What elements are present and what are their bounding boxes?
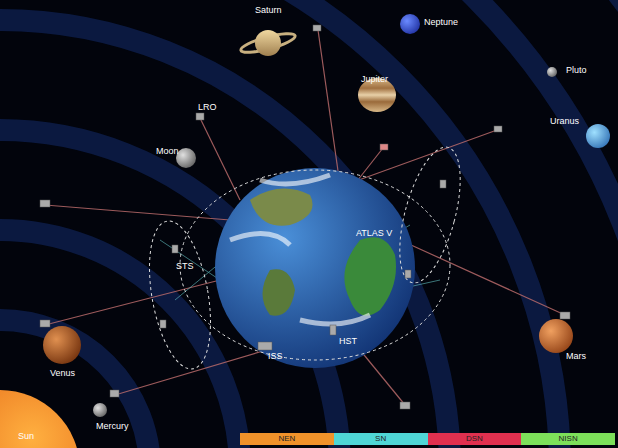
object-label: Mercury (96, 422, 129, 431)
object-label: LRO (198, 103, 217, 112)
legend-swatch: NISN (521, 433, 615, 445)
object-label: Mars (566, 352, 586, 361)
object-label: Neptune (424, 18, 458, 27)
object-label: Pluto (566, 66, 587, 75)
object-label: ISS (268, 352, 283, 361)
legend-text: NISN (559, 435, 578, 443)
object-label: Sun (18, 432, 34, 441)
legend-swatch: NEN (240, 433, 334, 445)
object-label: HST (339, 337, 357, 346)
object-label: ATLAS V (356, 229, 392, 238)
legend-text: NEN (278, 435, 295, 443)
object-label: Saturn (255, 6, 282, 15)
legend-swatch: DSN (428, 433, 522, 445)
object-label: Moon (156, 147, 179, 156)
legend-swatch: SN (334, 433, 428, 445)
object-label: Jupiter (361, 75, 388, 84)
object-label: Venus (50, 369, 75, 378)
object-label: Uranus (550, 117, 579, 126)
network-legend: NEN SN DSN NISN (240, 433, 615, 445)
object-label: STS (176, 262, 194, 271)
legend-text: SN (375, 435, 386, 443)
legend-text: DSN (466, 435, 483, 443)
